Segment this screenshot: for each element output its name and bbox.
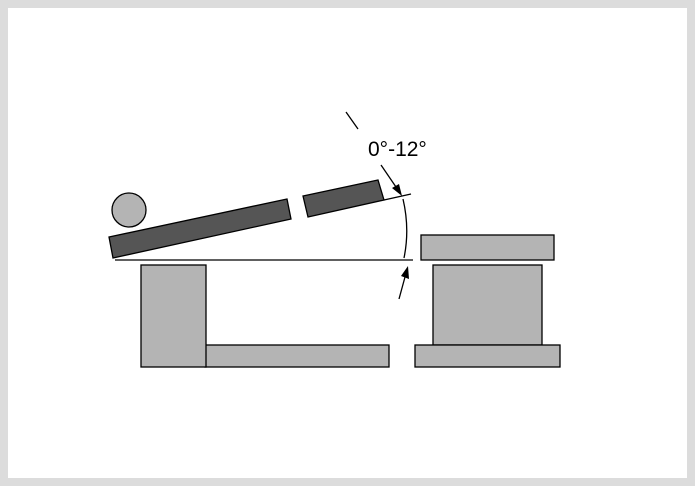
angle-arrow-top-shaft (380, 164, 397, 188)
left-base-column (140, 264, 207, 368)
angle-arrow-top-head (392, 184, 402, 196)
right-unit-foot (414, 344, 561, 368)
angle-arrow-bottom-shaft (398, 276, 406, 300)
right-unit-body (432, 264, 543, 346)
right-unit-top-plate (420, 234, 555, 261)
patient-head (111, 192, 147, 228)
angle-arrow-bottom-head (401, 266, 409, 279)
angle-label: 0°-12° (368, 138, 427, 161)
left-base-foot (204, 344, 390, 368)
tabletop-segment-end (302, 179, 385, 218)
label-leader-line (345, 111, 359, 130)
tilt-reference-line (383, 193, 412, 201)
tabletop-segment-main (108, 198, 292, 259)
angle-arc (402, 198, 408, 259)
